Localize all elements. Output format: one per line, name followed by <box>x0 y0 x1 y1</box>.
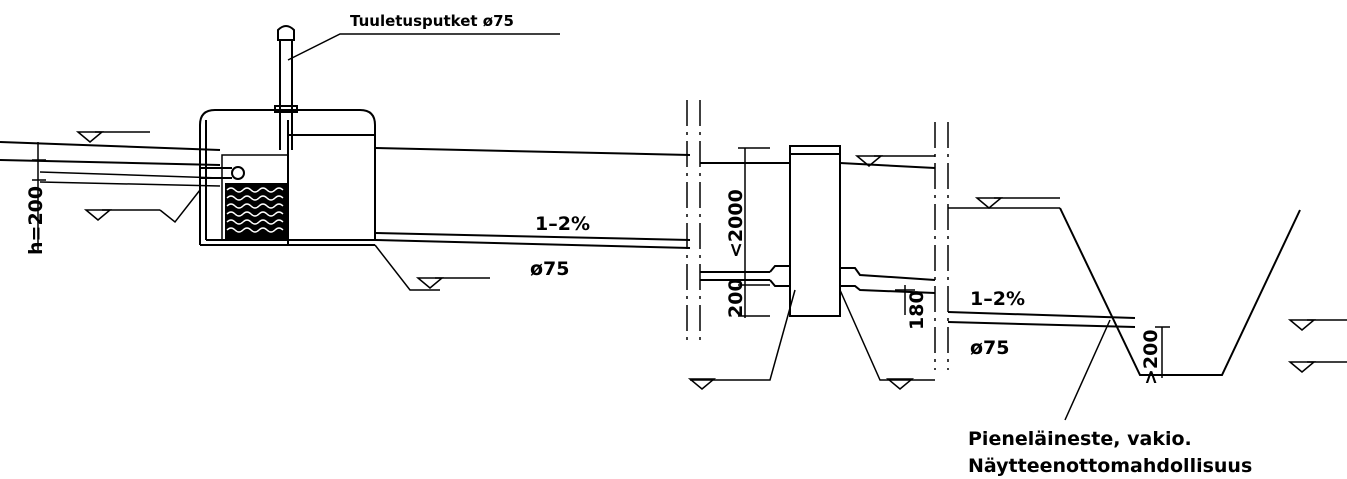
outlet-callout: Pieneläineste, vakio. Näytteenottomahdol… <box>968 319 1252 477</box>
break-line-right <box>934 122 949 370</box>
filter-tank <box>199 109 376 246</box>
dimension-ditch-depth-label: >200 <box>1140 329 1162 385</box>
ground-level-mark-lower-left <box>83 189 201 224</box>
ground-level-mark-far-right-lower <box>1287 361 1347 373</box>
outlet-label-line-2: Näytteenottomahdollisuus <box>968 455 1252 477</box>
ground-level-mark-chamber-left <box>687 289 796 390</box>
dimension-max-depth: <2000 200 <box>725 147 770 318</box>
ground-level-mark-far-right-upper <box>1287 319 1347 331</box>
dimension-max-depth-label: <2000 <box>725 189 747 258</box>
ground-level-mark-chamber-right <box>839 289 935 390</box>
slope-label-2: 1–2% <box>970 288 1025 310</box>
ground-level-mark-under-tank <box>374 244 490 291</box>
outlet-ditch <box>947 197 1301 376</box>
connecting-pipe <box>374 147 691 249</box>
break-line-left <box>686 100 701 345</box>
ground-level-mark-upper-left <box>75 131 150 143</box>
sampling-chamber <box>700 145 936 317</box>
inlet-pipe <box>0 141 221 187</box>
vent-pipe <box>274 25 298 150</box>
dimension-ditch-depth: >200 <box>1140 326 1170 385</box>
vent-pipe-label: Tuuletusputket ø75 <box>350 12 514 30</box>
dimension-h200: h=200 <box>25 142 47 255</box>
dimension-h200-label: h=200 <box>25 186 47 255</box>
dimension-200-label: 200 <box>725 278 747 318</box>
dimension-180-label: 180 <box>906 290 928 330</box>
pipe-diameter-label-1: ø75 <box>530 258 570 280</box>
outlet-label-line-1: Pieneläineste, vakio. <box>968 428 1192 450</box>
pipe-diameter-label-2: ø75 <box>970 337 1010 359</box>
slope-label-1: 1–2% <box>535 213 590 235</box>
dimension-180: 180 <box>895 285 928 330</box>
ground-level-mark-chamber-top <box>854 155 935 167</box>
vent-pipe-callout: Tuuletusputket ø75 <box>287 12 560 61</box>
